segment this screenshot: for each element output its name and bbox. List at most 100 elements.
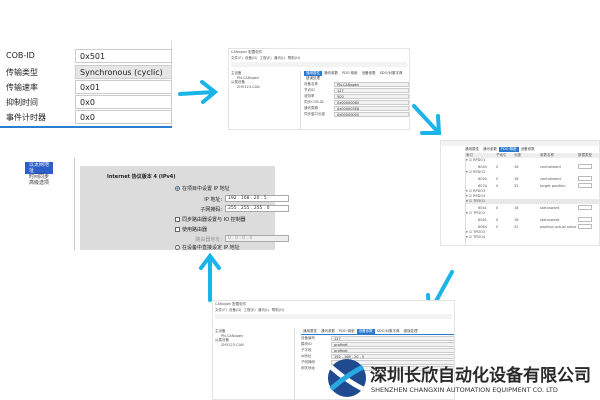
tab-pdo[interactable]: PDO 映射	[339, 329, 355, 333]
transmission-type-select[interactable]: Synchronous (cyclic)	[75, 65, 172, 79]
cell-length: 16	[514, 205, 519, 210]
cell-name: controlword	[540, 176, 561, 181]
tab-device[interactable]: 设备参数	[520, 147, 535, 151]
pdo-group-row[interactable]: ▾ ☑ TPDO1	[466, 199, 599, 204]
datatype-select[interactable]	[578, 224, 592, 229]
toolbar	[231, 62, 407, 67]
tab-device[interactable]: 设备参数	[361, 71, 376, 75]
cell-name: target position	[540, 183, 566, 188]
set-in-project-radio[interactable]: 在项目中设置 IP 地址	[175, 185, 230, 192]
menu-help[interactable]: 帮助(H)	[287, 56, 301, 60]
property-field[interactable]: 500	[334, 94, 409, 99]
property-field[interactable]	[331, 360, 454, 365]
pdo-group-row[interactable]: ▾ ☑ TPDO2	[466, 211, 599, 216]
event-timer-field[interactable]: 0x0	[75, 110, 172, 124]
tab-sdo[interactable]: SDO/对象字典	[379, 71, 403, 75]
menu-bar: 文件(F) 设备(D) 工程(E) 通讯(L) 帮助(H)	[229, 56, 409, 61]
pdo-group-row[interactable]: ▾ ☑ TPDO4	[466, 235, 599, 240]
pdo-group-row[interactable]: ▾ ☑ RPDO4	[466, 194, 599, 199]
property-field[interactable]: 192 . 168 . 20 . 5	[331, 354, 454, 359]
tab-comm[interactable]: 通讯参数	[483, 147, 497, 151]
pdo-group-row[interactable]: ▾ ☑ TPDO3	[466, 230, 599, 235]
tab-general[interactable]: 通用属性	[303, 329, 317, 333]
inhibit-time-field[interactable]: 0x0	[75, 95, 172, 109]
menu-help[interactable]: 帮助(H)	[271, 308, 285, 312]
menu-project[interactable]: 工程(E)	[259, 56, 272, 60]
menu-device[interactable]: 设备(D)	[228, 308, 242, 312]
tree-node[interactable]: 主设备	[231, 71, 242, 75]
property-field[interactable]: 0x00000080	[334, 100, 409, 105]
property-field[interactable]: profinet	[331, 348, 454, 353]
menu-comm[interactable]: 通讯(L)	[257, 308, 270, 312]
datatype-select[interactable]	[578, 183, 592, 188]
cob-id-field[interactable]: 0x501	[75, 49, 172, 63]
pdo-group-row[interactable]: ▾ ☑ RPDO3	[466, 189, 599, 194]
menu-device[interactable]: 设备(D)	[244, 56, 258, 60]
menu-file[interactable]: 文件(F)	[231, 56, 243, 60]
ip-address-field[interactable]: 192 . 168 . 20 . 5	[225, 195, 289, 202]
tree-node[interactable]: 从属设备	[215, 338, 229, 342]
tab-general[interactable]: 通用属性	[465, 147, 479, 151]
company-logo: 深圳长欣自动化设备有限公司 SHENZHEN CHANGXIN AUTOMATI…	[325, 357, 595, 400]
datatype-select[interactable]	[578, 217, 592, 222]
tree-node[interactable]: ZH5123-CAN	[221, 343, 244, 347]
datatype-select[interactable]	[578, 205, 592, 210]
tree-node[interactable]: 主设备	[215, 329, 226, 333]
tree-node[interactable]: ZH5123-CAN	[237, 85, 260, 89]
tab-general[interactable]: 通用属性	[304, 71, 322, 76]
property-field[interactable]: profinet	[331, 342, 454, 347]
radio-label: 在项目中设置 IP 地址	[182, 186, 230, 192]
property-label: 波特率	[304, 94, 315, 98]
menu-project[interactable]: 工程(E)	[243, 308, 256, 312]
transmission-rate-field[interactable]: 0x01	[75, 80, 172, 94]
tree-node[interactable]: PN-CANopen	[237, 76, 260, 80]
menu-comm[interactable]: 通讯(L)	[273, 56, 286, 60]
property-label: 网关地址	[301, 366, 315, 370]
property-field[interactable]: 0x00000000	[334, 112, 409, 117]
property-field[interactable]: 127	[331, 336, 454, 341]
field-label: 传输速率	[6, 83, 38, 92]
sidebar-item-time-sync[interactable]: 时间同步	[29, 174, 50, 180]
sync-router-checkbox[interactable]: 同步路由器设置与 IO 控制器	[175, 216, 246, 223]
menu-file[interactable]: 文件(F)	[215, 308, 227, 312]
tree-node[interactable]: PN-CANopen	[221, 334, 244, 338]
property-row: 波特率 500	[304, 94, 409, 99]
cell-subindex: 0	[496, 224, 499, 229]
tab-comm[interactable]: 通讯参数	[321, 329, 335, 333]
property-field[interactable]: PN-CANopen	[334, 82, 409, 87]
sidebar-item-ethernet[interactable]: 以太网地址	[25, 162, 53, 174]
sidebar-item-advanced[interactable]: 高级选项	[29, 180, 50, 186]
tab-device[interactable]: 设备参数	[356, 329, 375, 334]
pdo-group-row[interactable]: ▾ ☑ RPDO1	[466, 158, 599, 163]
datatype-select[interactable]	[578, 176, 592, 181]
cell-length: 16	[514, 164, 519, 169]
subnet-mask-field[interactable]: 255 . 255 . 255 . 0	[225, 205, 289, 212]
router-address-field[interactable]: 0 . 0 . 0 . 0	[225, 235, 289, 242]
use-router-checkbox[interactable]: 使用路由器	[175, 226, 207, 233]
property-field[interactable]: 0x000003E8	[334, 106, 409, 111]
tree-node[interactable]: 从属设备	[231, 80, 245, 84]
tab-sdo[interactable]: SDO/对象字典	[376, 329, 400, 333]
tab-comm[interactable]: 通讯参数	[324, 71, 338, 75]
canopen-config-window: CANopen 配置软件 文件(F) 设备(D) 工程(E) 通讯(L) 帮助(…	[228, 48, 410, 130]
pdo-group-row[interactable]: ▾ ☑ RPDO2	[466, 170, 599, 175]
tab-error[interactable]: 错误处理	[306, 76, 320, 80]
tab-pdo[interactable]: PDO 映射	[499, 147, 519, 152]
mask-label: 子网掩码:	[200, 207, 222, 213]
set-in-device-radio[interactable]: 在设备中直接设定 IP 地址	[175, 244, 240, 251]
datatype-select[interactable]	[578, 164, 592, 169]
tab-pdo[interactable]: PDO 映射	[342, 71, 358, 75]
tab-error[interactable]: 错误处理	[403, 329, 418, 333]
field-label: 事件计时器	[6, 113, 46, 122]
property-field[interactable]: 127	[334, 88, 409, 93]
